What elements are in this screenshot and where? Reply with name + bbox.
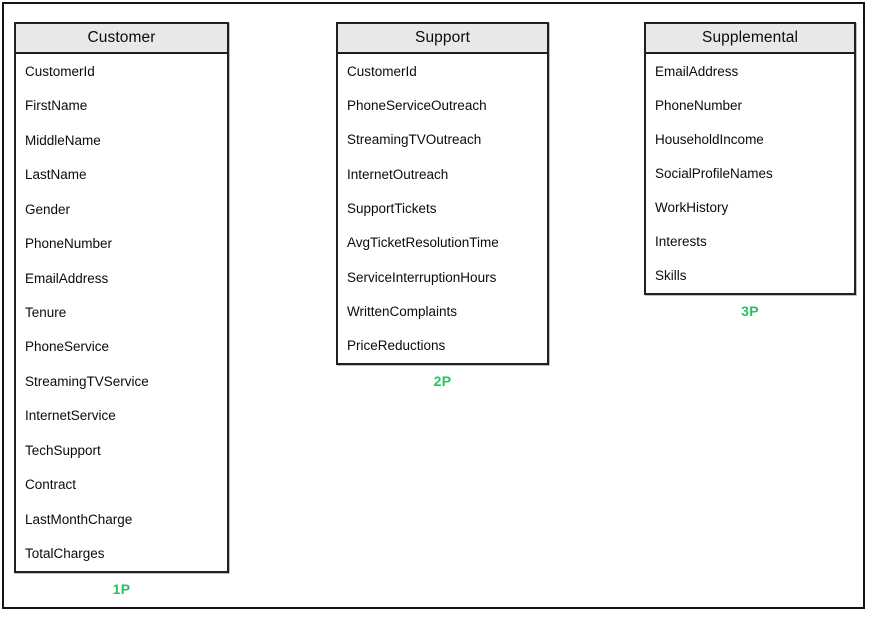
field-row: FirstName bbox=[25, 98, 88, 114]
field-row: LastMonthCharge bbox=[25, 511, 133, 527]
field-row: Contract bbox=[25, 477, 77, 493]
field-row: LastName bbox=[25, 167, 87, 183]
entity-footnote-label-1p: 1P bbox=[112, 581, 131, 597]
field-row: PhoneNumber bbox=[655, 97, 743, 113]
field-row: TotalCharges bbox=[25, 546, 105, 562]
field-row: StreamingTVService bbox=[25, 373, 149, 389]
field-row: WorkHistory bbox=[655, 200, 729, 216]
field-row: PhoneServiceOutreach bbox=[347, 97, 487, 113]
field-row: InternetOutreach bbox=[347, 166, 449, 182]
field-row: StreamingTVOutreach bbox=[347, 132, 482, 148]
field-row: PhoneNumber bbox=[25, 236, 113, 252]
field-row: MiddleName bbox=[25, 132, 101, 148]
field-row: Interests bbox=[655, 234, 707, 250]
entity-title-supplemental: Supplemental bbox=[646, 24, 854, 54]
field-row: TechSupport bbox=[25, 442, 101, 458]
field-row: EmailAddress bbox=[655, 63, 739, 79]
entity-footnote-label-2p: 2P bbox=[433, 373, 452, 389]
entity-footnote-label-3p: 3P bbox=[741, 303, 759, 319]
field-row: WrittenComplaints bbox=[347, 303, 458, 319]
field-row: Tenure bbox=[25, 305, 67, 321]
field-row: SocialProfileNames bbox=[655, 165, 773, 181]
entity-title-customer: Customer bbox=[16, 24, 227, 54]
field-row: SupportTickets bbox=[347, 200, 437, 216]
field-row: Gender bbox=[25, 201, 71, 217]
field-row: InternetService bbox=[25, 408, 116, 424]
field-row: EmailAddress bbox=[25, 270, 109, 286]
field-row: PriceReductions bbox=[347, 338, 446, 354]
field-row: CustomerId bbox=[25, 63, 95, 79]
entity-title-support: Support bbox=[338, 24, 547, 54]
field-row: HouseholdIncome bbox=[655, 131, 764, 147]
field-row: PhoneService bbox=[25, 339, 110, 355]
field-row: AvgTicketResolutionTime bbox=[347, 235, 499, 251]
field-row: CustomerId bbox=[347, 63, 417, 79]
field-row: ServiceInterruptionHours bbox=[347, 269, 497, 285]
field-row: Skills bbox=[655, 268, 687, 284]
